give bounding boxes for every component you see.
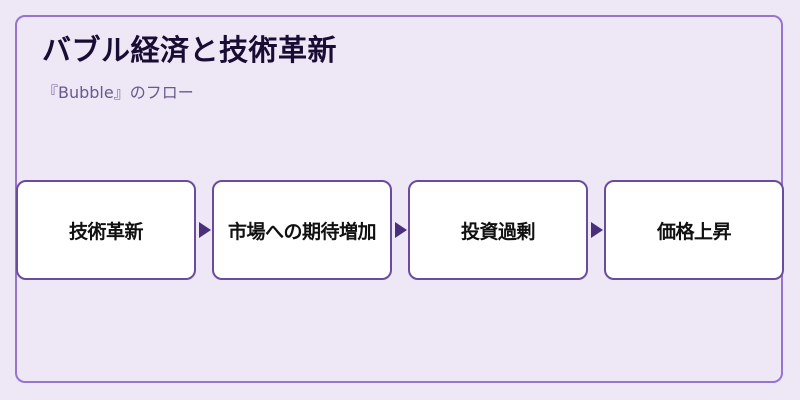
page-title: バブル経済と技術革新 xyxy=(42,33,338,67)
arrow-right-icon xyxy=(199,222,211,238)
arrow-right-icon xyxy=(395,222,407,238)
flow-step-market-expectation: 市場への期待増加 xyxy=(212,180,392,280)
page-subtitle: 『Bubble』のフロー xyxy=(42,83,194,102)
flow-step-tech-innovation: 技術革新 xyxy=(16,180,196,280)
flow-step-label: 技術革新 xyxy=(68,220,144,243)
flow-step-overinvestment: 投資過剰 xyxy=(408,180,588,280)
flow-diagram: 技術革新 市場への期待増加 投資過剰 価格上昇 xyxy=(16,180,786,280)
flow-step-price-rise: 価格上昇 xyxy=(604,180,784,280)
flow-step-label: 市場への期待増加 xyxy=(227,220,377,243)
flow-step-label: 価格上昇 xyxy=(656,220,732,243)
arrow-right-icon xyxy=(591,222,603,238)
flow-step-label: 投資過剰 xyxy=(460,220,536,243)
